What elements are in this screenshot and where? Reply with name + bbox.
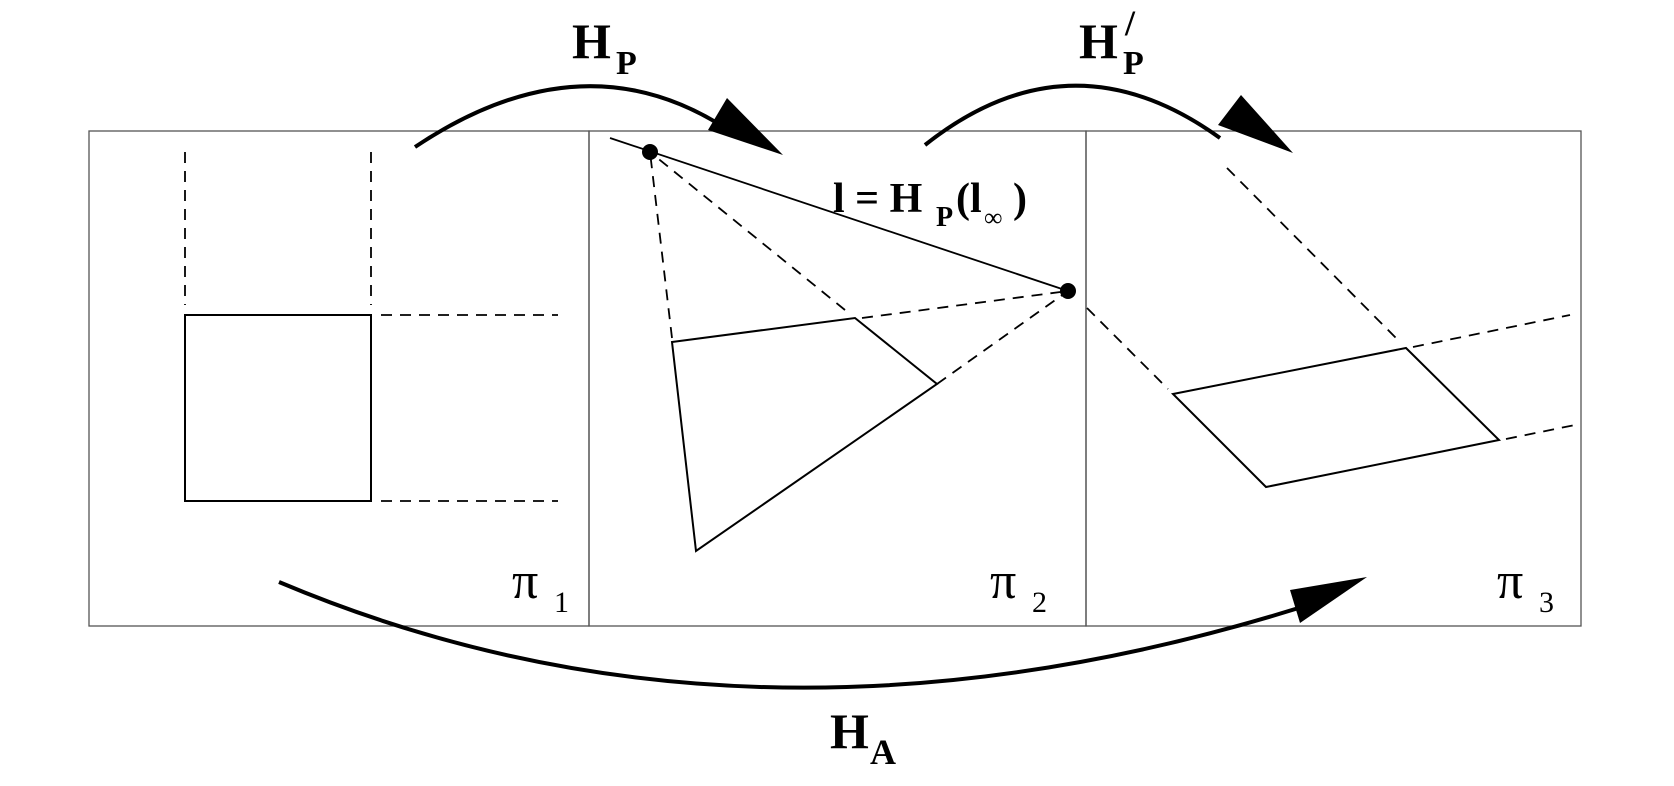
vanishing-point-2 xyxy=(1060,283,1076,299)
parallelogram-affine xyxy=(1170,346,1502,489)
arrow-label-hpprime: H P / xyxy=(1079,3,1144,82)
panel-pi1 xyxy=(88,130,590,627)
panel-pi3 xyxy=(1085,130,1582,627)
hp-label-sub: P xyxy=(616,45,637,82)
arrow-label-ha: H A xyxy=(830,703,896,772)
arrows xyxy=(278,83,1367,690)
plane-label-pi3: π 3 xyxy=(1497,553,1554,619)
plane3-figure xyxy=(1086,167,1581,489)
hpprime-label-prime: / xyxy=(1124,3,1136,43)
arrow-hpprime-curve xyxy=(923,83,1222,147)
hp-label-main: H xyxy=(572,13,611,69)
plane1-figure xyxy=(184,152,558,502)
dashed-to-vp2-b xyxy=(936,290,1069,385)
pi2-sub: 2 xyxy=(1032,586,1047,619)
pi3-main: π xyxy=(1497,553,1523,610)
dashed-extension-upper-left xyxy=(1086,307,1169,390)
square xyxy=(184,314,372,502)
line-label-sub: P xyxy=(936,202,953,233)
vanishing-line-label: l = H P (l ∞ ) xyxy=(833,176,1027,233)
hpprime-label-sub: P xyxy=(1123,45,1144,82)
dashed-to-vp2-a xyxy=(861,290,1069,319)
arrow-hpprime-head xyxy=(1218,95,1293,153)
plane2-figure xyxy=(609,137,1076,553)
pi1-main: π xyxy=(512,553,538,610)
dashed-to-vp1-a xyxy=(649,151,673,339)
line-label-infinity: ∞ xyxy=(984,203,1003,232)
dashed-extension-top-left xyxy=(1226,167,1399,341)
ha-label-main: H xyxy=(830,703,869,759)
plane-label-pi1: π 1 xyxy=(512,553,569,619)
line-label-paren-close: ) xyxy=(1013,176,1027,222)
hpprime-label-main: H xyxy=(1079,13,1118,69)
arrow-ha-head xyxy=(1290,577,1367,623)
dashed-extension-bottom-right xyxy=(1505,423,1581,440)
plane-label-pi2: π 2 xyxy=(990,553,1047,619)
dashed-to-vp1-b xyxy=(649,151,846,311)
line-label-main: l = H xyxy=(833,176,922,222)
arrow-label-hp: H P xyxy=(572,13,637,82)
arrow-ha-curve xyxy=(278,580,1331,690)
pi1-sub: 1 xyxy=(554,586,569,619)
pi3-sub: 3 xyxy=(1539,586,1554,619)
dashed-extension-top-right xyxy=(1412,314,1571,348)
arrow-hp-head xyxy=(708,98,783,155)
vanishing-point-1 xyxy=(642,144,658,160)
vanishing-line xyxy=(609,137,1069,292)
pi2-main: π xyxy=(990,553,1016,610)
panels xyxy=(88,130,1582,627)
ha-label-sub: A xyxy=(870,732,896,772)
arrow-hp-curve xyxy=(413,84,742,149)
quadrilateral-projective xyxy=(670,316,939,553)
line-label-paren-open: (l xyxy=(956,176,982,222)
